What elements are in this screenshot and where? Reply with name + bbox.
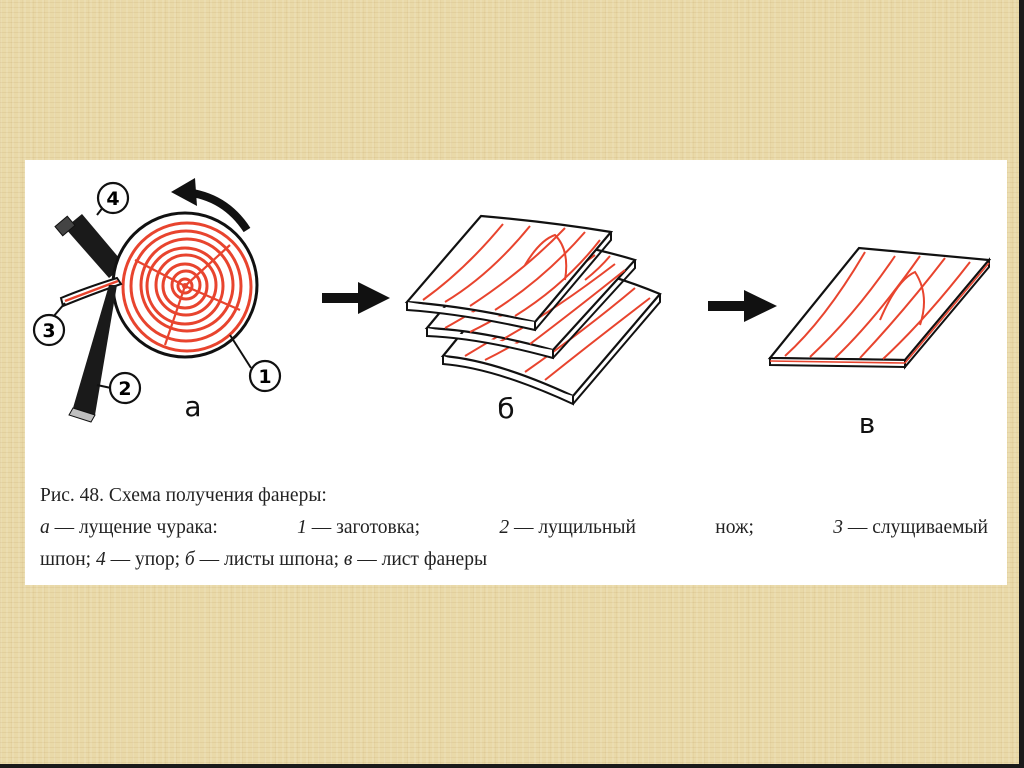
stage-a-label: а: [184, 390, 201, 423]
caption-legend-line-2: шпон; 4 — упор; б — листы шпона; в — лис…: [40, 549, 488, 570]
frame-edge-bottom: [0, 764, 1024, 768]
rotation-arrow-head: [171, 178, 197, 206]
frame-edge-right: [1019, 0, 1024, 768]
log-rings: [121, 221, 253, 353]
stop-bar: [65, 214, 125, 278]
figure-panel: 4 3 2 1 а: [25, 160, 1007, 585]
callout-1: 1: [229, 334, 282, 393]
svg-text:4: 4: [106, 188, 119, 210]
stage-v-label: в: [859, 407, 876, 440]
caption-legend-line-1: а — лущение чурака: 1 — заготовка; 2 — л…: [40, 512, 988, 544]
caption-item-2: 2 — лущильный: [499, 517, 636, 538]
figure-caption: Рис. 48. Схема получения фанеры: а — лущ…: [40, 480, 988, 576]
caption-title: Рис. 48. Схема получения фанеры:: [40, 485, 327, 506]
svg-text:1: 1: [258, 366, 271, 388]
stage-a-peeling: 4 3 2 1 а: [32, 178, 282, 423]
svg-text:3: 3: [42, 320, 55, 342]
arrow-b-to-v: [708, 290, 777, 322]
caption-item-1: 1 — заготовка;: [297, 517, 420, 538]
arrow-a-to-b: [322, 282, 390, 314]
caption-item-3: 3 — слущиваемый: [833, 517, 988, 538]
peeling-knife: [73, 285, 117, 415]
callout-2: 2: [96, 371, 142, 405]
callout-3: 3: [32, 302, 66, 347]
caption-item-2-cont: нож;: [715, 517, 754, 538]
stage-v-plywood-sheet: в: [767, 246, 992, 440]
svg-text:2: 2: [118, 378, 131, 400]
callout-4: 4: [96, 181, 130, 216]
plywood-diagram: 4 3 2 1 а: [32, 178, 992, 440]
veneer-sheet-1: [404, 214, 614, 332]
stage-b-veneer-sheets: б: [404, 214, 662, 425]
log-rays: [134, 244, 241, 346]
caption-item-a: а — лущение чурака:: [40, 517, 218, 538]
stage-b-label: б: [497, 392, 514, 425]
